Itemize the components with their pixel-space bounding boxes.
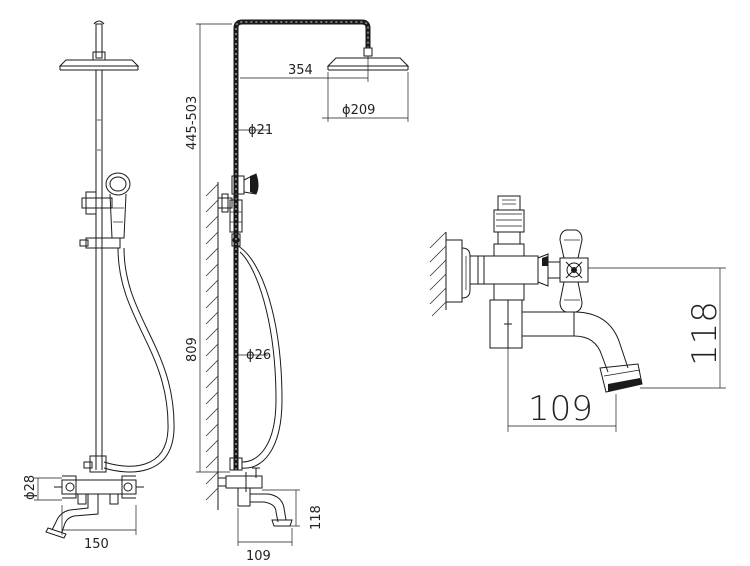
dim-upper-pipe-diameter: ϕ21 xyxy=(248,123,273,138)
dim-lower-pipe-diameter: ϕ26 xyxy=(246,348,271,363)
detail-wall-hatching xyxy=(429,231,447,317)
dim-spout-reach: 109 xyxy=(246,549,271,564)
wall-hatching xyxy=(205,183,219,501)
dim-mixer-width: 150 xyxy=(84,537,109,552)
detail-view: 118 109 xyxy=(429,195,726,432)
dim-spout-height: 118 xyxy=(309,505,324,530)
side-view: 445-503 809 354 ϕ209 ϕ21 ϕ26 118 109 xyxy=(185,19,410,564)
shower-pipe xyxy=(233,19,371,470)
dim-head-diameter: ϕ209 xyxy=(342,103,375,118)
dim-head-extension: 354 xyxy=(288,63,313,78)
detail-dim-height: 118 xyxy=(685,301,725,366)
dim-total-height: 809 xyxy=(185,337,200,362)
front-view: ϕ28 150 xyxy=(23,20,175,552)
dim-inlet-diameter: ϕ28 xyxy=(23,475,38,500)
dim-head-height: 445-503 xyxy=(185,96,200,150)
detail-dim-reach: 109 xyxy=(528,389,593,429)
